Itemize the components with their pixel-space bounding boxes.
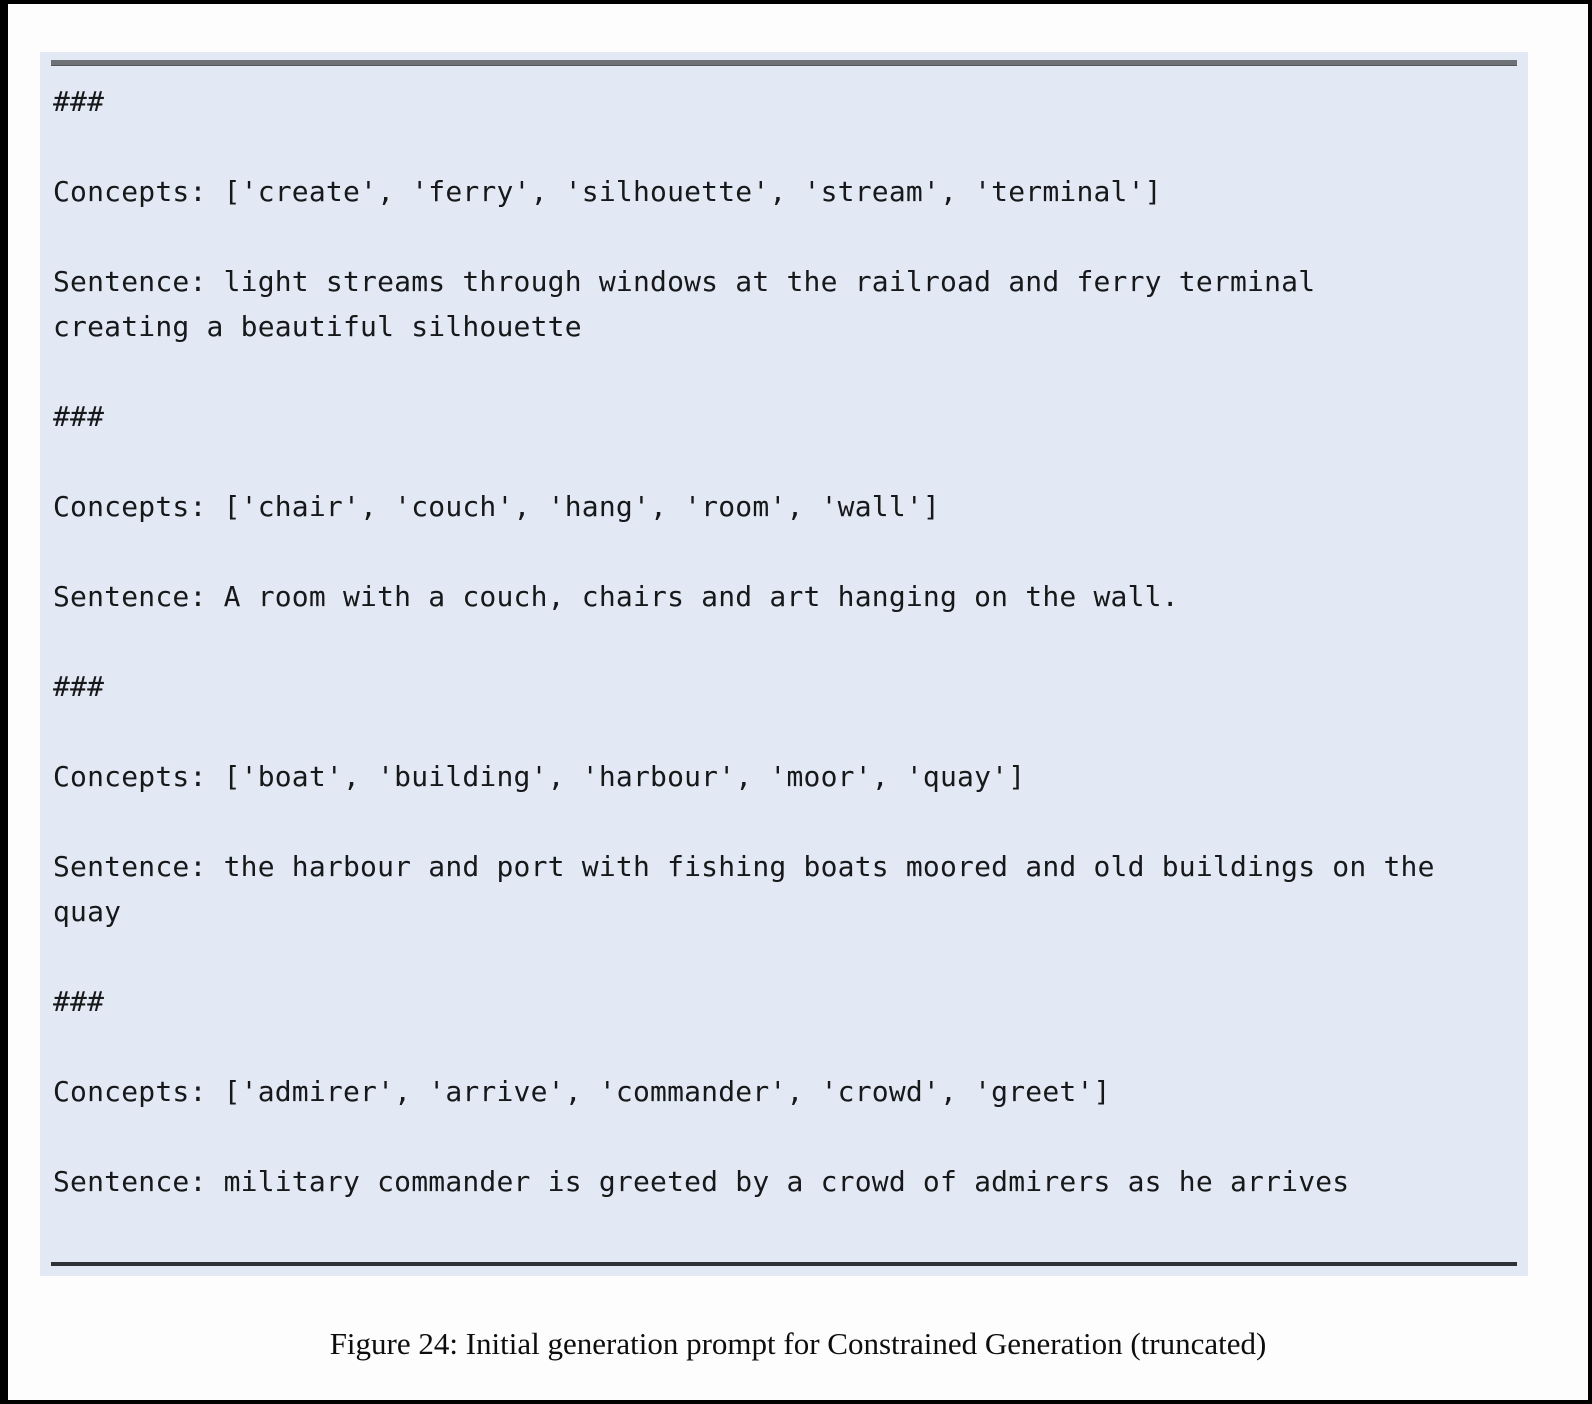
figure-caption: Figure 24: Initial generation prompt for… [329, 1326, 1267, 1361]
prompt-text: ### Concepts: ['create', 'ferry', 'silho… [53, 85, 1435, 1198]
prompt-box: ### Concepts: ['create', 'ferry', 'silho… [40, 52, 1528, 1276]
bottom-rule [51, 1262, 1517, 1266]
top-rule [51, 60, 1517, 66]
